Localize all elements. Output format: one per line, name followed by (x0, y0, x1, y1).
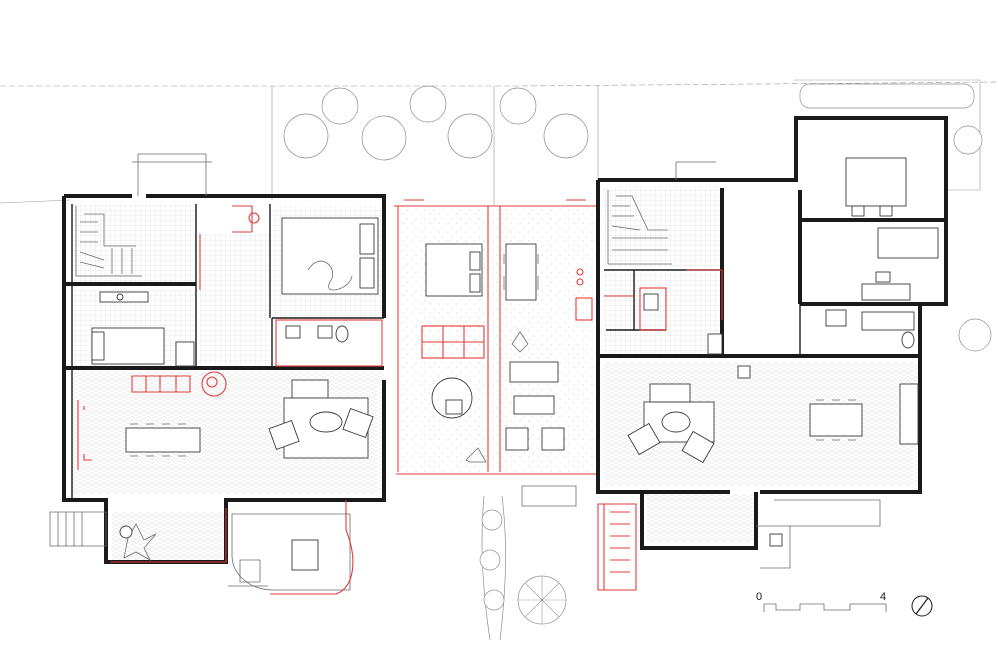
left-bathroom (175, 319, 383, 367)
left-bedroom-bed (281, 217, 379, 295)
garden-trees (283, 83, 992, 641)
middle-walls (394, 199, 598, 475)
left-terrace (49, 500, 354, 595)
right-bathroom (639, 287, 915, 355)
right-bedrooms (845, 157, 939, 301)
left-living-set (268, 379, 374, 459)
right-dining-table (809, 383, 919, 445)
left-dining-table (125, 423, 201, 457)
right-stair (607, 190, 672, 265)
left-new-elements (77, 205, 260, 563)
right-living-set (627, 365, 751, 464)
left-room-bed (91, 291, 165, 365)
middle-furniture (421, 243, 593, 507)
scale-bar: 0 4 (756, 591, 887, 612)
compass-icon (911, 595, 933, 617)
right-new-elements (597, 269, 881, 591)
scale-start-label: 0 (756, 591, 762, 603)
right-house-floor (604, 188, 920, 542)
left-stair (75, 206, 142, 277)
scale-end-label: 4 (880, 591, 886, 603)
